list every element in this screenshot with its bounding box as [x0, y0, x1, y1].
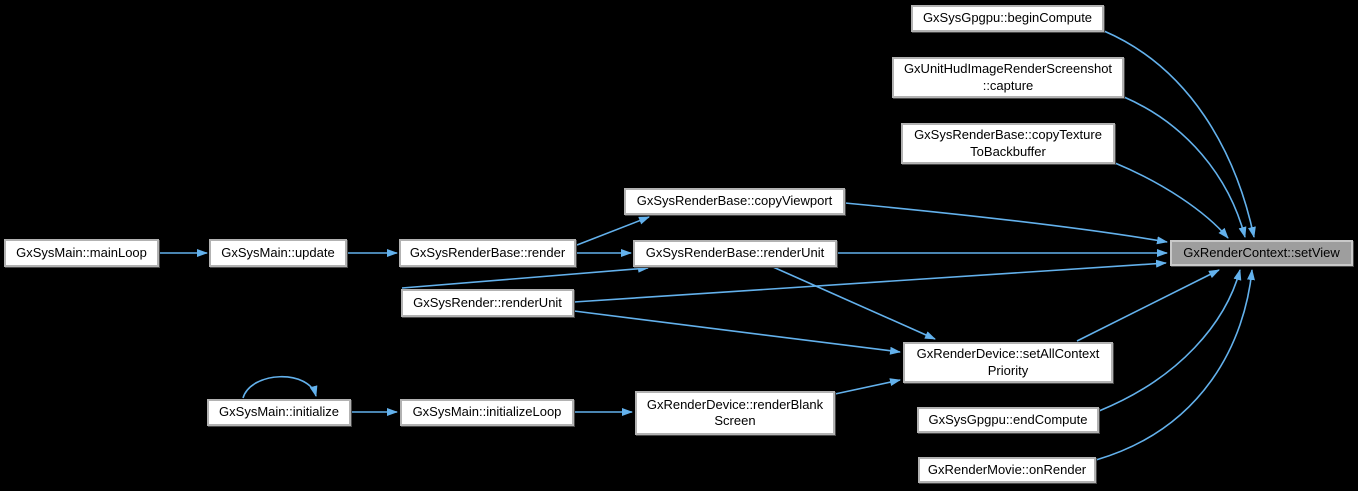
node-gxrendercontext-setview-focus: GxRenderContext::setView	[1170, 240, 1353, 266]
node-label-line1: GxRenderDevice::renderBlank	[646, 396, 824, 412]
edge-endcompute-to-setview	[1098, 269, 1242, 412]
node-label-line1: GxSysRenderBase::copyTexture	[914, 127, 1102, 142]
edge-sysrenderunit-to-setallctx	[573, 310, 901, 355]
node-label: GxSysRenderBase::renderUnit	[645, 245, 825, 261]
node-gxsysrender-renderunit[interactable]: GxSysRender::renderUnit	[401, 289, 574, 317]
node-gxsysmain-initializeloop[interactable]: GxSysMain::initializeLoop	[400, 399, 574, 426]
node-label-line2: ::capture	[982, 77, 1034, 93]
node-gxsysrenderbase-renderunit[interactable]: GxSysRenderBase::renderUnit	[633, 240, 837, 267]
edge-copyviewport-to-setview	[844, 202, 1168, 245]
edge-capture-to-setview	[1123, 96, 1247, 238]
node-gxsysrenderbase-render[interactable]: GxSysRenderBase::render	[399, 239, 576, 267]
node-label-line1: GxRenderDevice::setAllContext	[916, 346, 1100, 361]
node-label-line2: Screen	[714, 413, 756, 428]
node-label: GxRenderContext::setView	[1183, 244, 1340, 260]
node-gxrenderdevice-setallcontextpriority[interactable]: GxRenderDevice::setAllContext Priority	[903, 342, 1113, 383]
node-gxsysgpgpu-begincompute[interactable]: GxSysGpgpu::beginCompute	[911, 5, 1104, 32]
node-label: GxSysRender::renderUnit	[413, 294, 562, 310]
node-label: GxSysRenderBase::render	[409, 244, 566, 260]
edge-sysrenderunit-to-setview	[573, 259, 1167, 303]
edge-initialize-self-loop	[242, 375, 318, 399]
node-label: GxSysGpgpu::beginCompute	[922, 10, 1093, 26]
node-label: GxSysGpgpu::endCompute	[928, 411, 1088, 427]
node-label: GxRenderMovie::onRender	[927, 461, 1087, 477]
edge-copytexture-to-setview	[1114, 162, 1229, 239]
edge-renderunit-to-setallctx	[772, 266, 936, 340]
node-gxsysrenderbase-copyviewport[interactable]: GxSysRenderBase::copyViewport	[624, 188, 845, 215]
node-gxsysrenderbase-copytexturetobackbuffer[interactable]: GxSysRenderBase::copyTexture ToBackbuffe…	[901, 123, 1115, 164]
edge-setallctx-to-setview	[1076, 269, 1220, 342]
edge-renderblank-to-setallctx	[834, 378, 901, 395]
edge-begincompute-to-setview	[1103, 30, 1256, 238]
node-label: GxSysMain::initialize	[219, 404, 339, 420]
node-gxsysmain-mainloop[interactable]: GxSysMain::mainLoop	[4, 239, 159, 267]
node-gxsysgpgpu-endcompute[interactable]: GxSysGpgpu::endCompute	[917, 407, 1099, 433]
node-label-line2: Priority	[987, 362, 1029, 378]
edge-onrender-to-setview	[1095, 269, 1255, 461]
node-gxsysmain-initialize[interactable]: GxSysMain::initialize	[207, 399, 351, 426]
node-gxrenderdevice-renderblankscreen[interactable]: GxRenderDevice::renderBlank Screen	[635, 391, 835, 435]
node-gxsysmain-update[interactable]: GxSysMain::update	[209, 239, 347, 267]
node-label: GxSysMain::update	[221, 244, 335, 260]
node-gxrendermovie-onrender[interactable]: GxRenderMovie::onRender	[918, 457, 1096, 483]
node-label-line2: ToBackbuffer	[970, 143, 1046, 159]
node-label: GxSysMain::mainLoop	[16, 244, 147, 260]
node-label-line1: GxUnitHudImageRenderScreenshot	[903, 61, 1113, 76]
node-label: GxSysMain::initializeLoop	[412, 404, 562, 420]
edge-sysrenderunit-to-renderunit	[401, 264, 649, 289]
node-label: GxSysRenderBase::copyViewport	[636, 193, 833, 209]
edge-render-to-copyviewport	[576, 216, 650, 246]
node-gxunithudimagerenderscreenshot-capture[interactable]: GxUnitHudImageRenderScreenshot ::capture	[892, 57, 1124, 98]
